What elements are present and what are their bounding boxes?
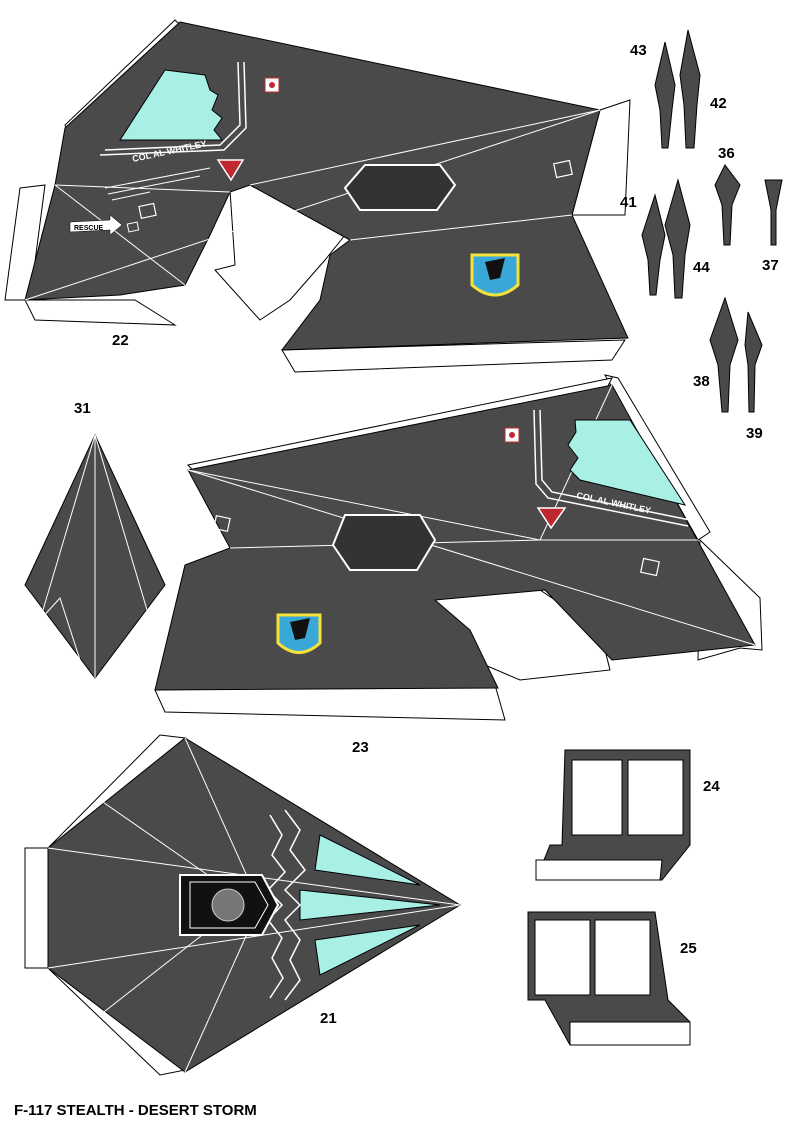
part-number-31: 31 (74, 400, 91, 417)
canopy-window (314, 834, 421, 886)
blade-part-36 (714, 164, 741, 246)
sheet-title: F-117 STEALTH - DESERT STORM (14, 1102, 257, 1119)
part-number-38: 38 (693, 373, 710, 390)
blade-part-38 (709, 296, 739, 413)
part-number-43: 43 (630, 42, 647, 59)
blade-part-41 (641, 193, 666, 296)
glue-tab (154, 684, 506, 721)
part-31 (24, 433, 166, 679)
part-number-23: 23 (352, 739, 369, 756)
canopy-window (119, 69, 224, 141)
blade-part-37 (764, 179, 783, 246)
intake-grille-right (594, 919, 651, 996)
glue-tab (24, 847, 49, 969)
part-21 (24, 734, 461, 1076)
squadron-emblem-icon (276, 613, 322, 654)
panel-body (154, 384, 756, 691)
canopy-window (314, 924, 421, 976)
part-number-22: 22 (112, 332, 129, 349)
blade-part-42 (679, 29, 701, 149)
part-number-36: 36 (718, 145, 735, 162)
part-number-24: 24 (703, 778, 720, 795)
part-24 (535, 749, 691, 881)
rescue-arrow (69, 214, 123, 236)
sensor-dome-icon (211, 888, 245, 922)
unit-triangle-icon (536, 507, 567, 530)
blade-part-43 (654, 41, 676, 149)
glue-tab (281, 339, 626, 373)
blade-part-44 (664, 178, 691, 299)
part-number-39: 39 (746, 425, 763, 442)
part-number-41: 41 (620, 194, 637, 211)
canopy-window (567, 419, 687, 506)
hex-panel (343, 164, 457, 211)
part-23: COL AL WHITLEY (154, 374, 763, 721)
intake-grille-left (571, 759, 623, 836)
squadron-emblem-icon (470, 253, 520, 297)
hex-panel (331, 514, 437, 571)
part-number-42: 42 (710, 95, 727, 112)
intake-grille-right (627, 759, 684, 836)
intake-grille-left (534, 919, 591, 996)
part-25 (527, 911, 691, 1046)
rescue-label: RESCUE (74, 225, 104, 232)
part-number-44: 44 (693, 259, 710, 276)
part-number-21: 21 (320, 1010, 337, 1027)
part-number-25: 25 (680, 940, 697, 957)
part-number-37: 37 (762, 257, 779, 274)
unit-triangle-icon (216, 159, 245, 182)
blade-part-39 (744, 311, 763, 413)
part-22: COL AL WHITLEY RESCUE (4, 19, 631, 373)
glue-tab (24, 299, 177, 326)
